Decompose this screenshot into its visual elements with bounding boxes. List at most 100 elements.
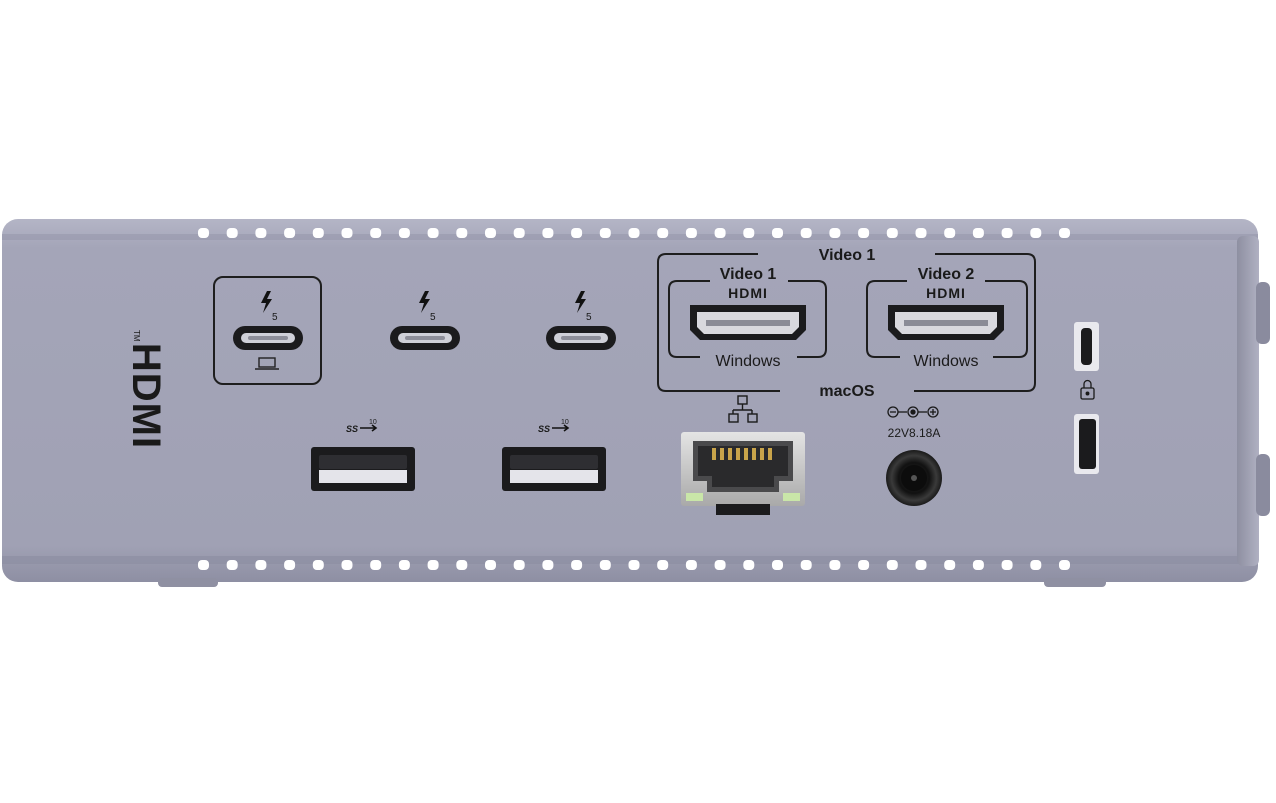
thunderbolt-version: 5 <box>272 312 278 323</box>
hdmi-port-1-video-label: Video 1 <box>720 266 777 283</box>
vent-slot <box>198 560 209 570</box>
vent-slot <box>1001 560 1013 570</box>
trademark-mark: TM <box>132 330 141 342</box>
vent-slot <box>456 560 468 570</box>
thunderbolt-port-2[interactable]: 5 <box>390 291 460 350</box>
hdmi-group-top-label: Video 1 <box>819 247 876 264</box>
vent-slot <box>829 228 841 238</box>
ethernet-pin <box>728 448 732 460</box>
vent-slot <box>772 228 783 238</box>
vent-slot <box>886 560 898 570</box>
vent-slot <box>915 228 927 238</box>
vent-slot <box>571 560 583 570</box>
ethernet-pins <box>712 448 772 460</box>
ethernet-link-led <box>686 493 703 501</box>
vent-slot <box>370 560 382 570</box>
vent-slot <box>456 228 468 238</box>
vent-slot <box>915 560 927 570</box>
thunderbolt-icon <box>261 291 272 313</box>
vent-row-bottom <box>198 560 1070 570</box>
vent-slot <box>685 560 697 570</box>
vent-slot <box>714 560 726 570</box>
hdmi-group: Video 1 macOS <box>657 247 1036 400</box>
power-rating: 22V8.18A <box>888 426 941 440</box>
vent-slot <box>599 228 611 238</box>
hdmi-port-1-os-label: Windows <box>716 353 781 370</box>
usb-a-port-2[interactable]: SS 10 <box>502 419 606 491</box>
ethernet-pin <box>744 448 748 460</box>
laptop-icon <box>255 357 279 370</box>
vent-slot <box>255 560 267 570</box>
vent-slot <box>944 560 956 570</box>
vent-slot <box>657 560 669 570</box>
vent-slot <box>972 560 984 570</box>
svg-text:SS: SS <box>346 424 358 434</box>
vent-slot <box>513 560 525 570</box>
vent-slot <box>542 228 554 238</box>
usb-a-port-1[interactable]: SS 10 <box>311 419 415 491</box>
thunderbolt-version: 5 <box>586 312 592 323</box>
host-port-frame <box>213 276 322 385</box>
vent-slot <box>226 228 238 238</box>
lock-icon <box>1080 379 1095 400</box>
thunderbolt-icon <box>575 291 586 313</box>
vent-slot <box>1001 228 1013 238</box>
vent-slot <box>312 228 324 238</box>
vent-slot <box>255 228 267 238</box>
hdmi-logo: HDMI <box>926 285 966 301</box>
thunderbolt-port-3[interactable]: 5 <box>546 291 616 350</box>
vent-slot <box>829 560 841 570</box>
hdmi-port-2-os-label: Windows <box>914 353 979 370</box>
security-lock-slot-upper[interactable] <box>1074 322 1099 371</box>
foot-right <box>1044 578 1106 587</box>
thunderbolt-version: 5 <box>430 312 436 323</box>
vent-slot <box>772 560 783 570</box>
vent-slot <box>743 560 755 570</box>
chassis-side-edge <box>1237 236 1259 566</box>
vent-slot <box>370 228 382 238</box>
vent-slot <box>657 228 669 238</box>
vent-slot <box>1059 560 1070 570</box>
vent-slot <box>599 560 611 570</box>
hdmi-logo-text: HDMI <box>124 343 168 449</box>
vent-slot <box>571 228 583 238</box>
ethernet-pin <box>760 448 764 460</box>
vent-slot <box>628 560 640 570</box>
vent-slot <box>513 228 525 238</box>
dc-power-jack[interactable]: 22V8.18A <box>886 406 942 506</box>
hdmi-port-2[interactable]: Video 2 HDMI Windows <box>866 266 1028 370</box>
vent-slot <box>628 228 640 238</box>
ethernet-pin <box>752 448 756 460</box>
vent-slot <box>198 228 209 238</box>
vent-slot <box>1030 560 1042 570</box>
vent-slot <box>685 228 697 238</box>
security-lock-slot-lower[interactable] <box>1074 414 1099 474</box>
hdmi-port-1[interactable]: Video 1 HDMI Windows <box>668 266 827 370</box>
vent-slot <box>341 560 353 570</box>
vent-slot <box>858 228 870 238</box>
vent-slot <box>972 228 984 238</box>
ethernet-activity-led <box>783 493 800 501</box>
vent-slot <box>341 228 353 238</box>
hdmi-group-bottom-label: macOS <box>819 383 874 400</box>
thunderbolt-port-1[interactable]: 5 <box>233 291 303 370</box>
vent-slot <box>284 560 296 570</box>
hdmi-logo: HDMI <box>728 285 768 301</box>
hdmi-logo-vertical: HDMI <box>124 343 168 449</box>
svg-text:10: 10 <box>369 419 377 426</box>
ethernet-port[interactable] <box>681 395 805 515</box>
vent-slot <box>714 228 726 238</box>
vent-slot <box>427 560 439 570</box>
ethernet-pin <box>736 448 740 460</box>
vent-slot <box>886 228 898 238</box>
ethernet-pin <box>712 448 716 460</box>
vent-slot <box>944 228 956 238</box>
vent-slot <box>485 228 496 238</box>
usb-superspeed-icon: SS 10 <box>538 419 570 434</box>
thunderbolt-icon <box>419 291 430 313</box>
vent-slot <box>312 560 324 570</box>
vent-row-top <box>198 228 1070 238</box>
ethernet-pin <box>720 448 724 460</box>
vent-slot <box>743 228 755 238</box>
